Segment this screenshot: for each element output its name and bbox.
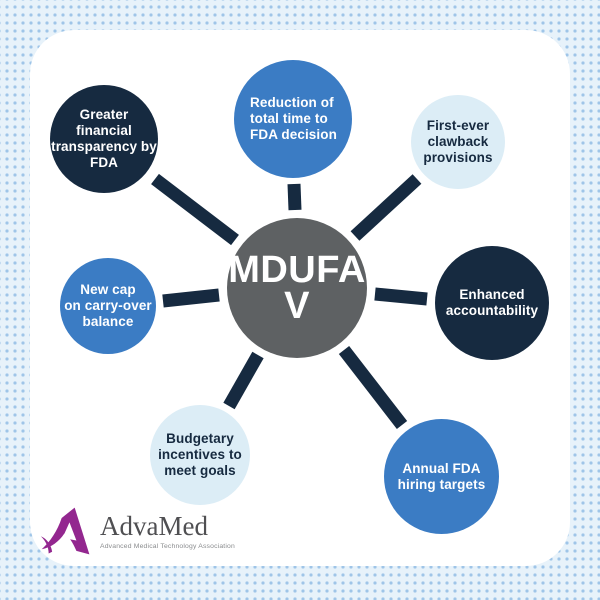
- node-label: Annual FDA hiring targets: [397, 460, 486, 492]
- node-enhanced-accountability: Enhanced accountability: [435, 246, 549, 360]
- spoke-greater-financial: [151, 173, 239, 246]
- spoke-new-cap-carry-over: [162, 288, 220, 308]
- node-greater-financial-transparency: Greater financial transparency by FDA: [50, 85, 158, 193]
- node-budgetary-incentives: Budgetary incentives to meet goals: [150, 405, 250, 505]
- node-new-cap-carry-over: New cap on carry-over balance: [60, 258, 156, 354]
- node-label: Greater financial transparency by FDA: [51, 107, 157, 170]
- spoke-enhanced-accountability: [374, 287, 428, 306]
- hub-title-line2: V: [284, 285, 310, 327]
- spoke-annual-fda-hiring: [338, 346, 408, 429]
- hub-title-line1: MDUFA: [228, 248, 366, 291]
- node-first-ever-clawback: First-ever clawback provisions: [411, 95, 505, 189]
- node-label: Reduction of total time to FDA decision: [250, 95, 337, 142]
- advamed-logo-text: AdvaMed Advanced Medical Technology Asso…: [100, 510, 235, 550]
- advamed-logo-tagline: Advanced Medical Technology Association: [100, 542, 235, 550]
- node-label: New cap on carry-over balance: [64, 282, 152, 329]
- hub-mdufa-v: MDUFA V: [227, 218, 367, 358]
- node-reduction-total-time: Reduction of total time to FDA decision: [234, 60, 352, 178]
- spoke-first-ever-clawback: [350, 174, 422, 241]
- node-label: Enhanced accountability: [445, 287, 539, 318]
- advamed-logo-name: AdvaMed: [100, 510, 208, 541]
- spoke-reduction-total-time: [287, 183, 302, 211]
- hub-title: MDUFA V: [228, 248, 366, 327]
- advamed-logo: AdvaMed Advanced Medical Technology Asso…: [40, 505, 235, 557]
- advamed-a-icon: [40, 507, 90, 555]
- node-annual-fda-hiring: Annual FDA hiring targets: [384, 419, 499, 534]
- node-label: Budgetary incentives to meet goals: [158, 431, 242, 478]
- node-label: First-ever clawback provisions: [423, 118, 493, 165]
- spoke-budgetary-incentives: [223, 351, 264, 410]
